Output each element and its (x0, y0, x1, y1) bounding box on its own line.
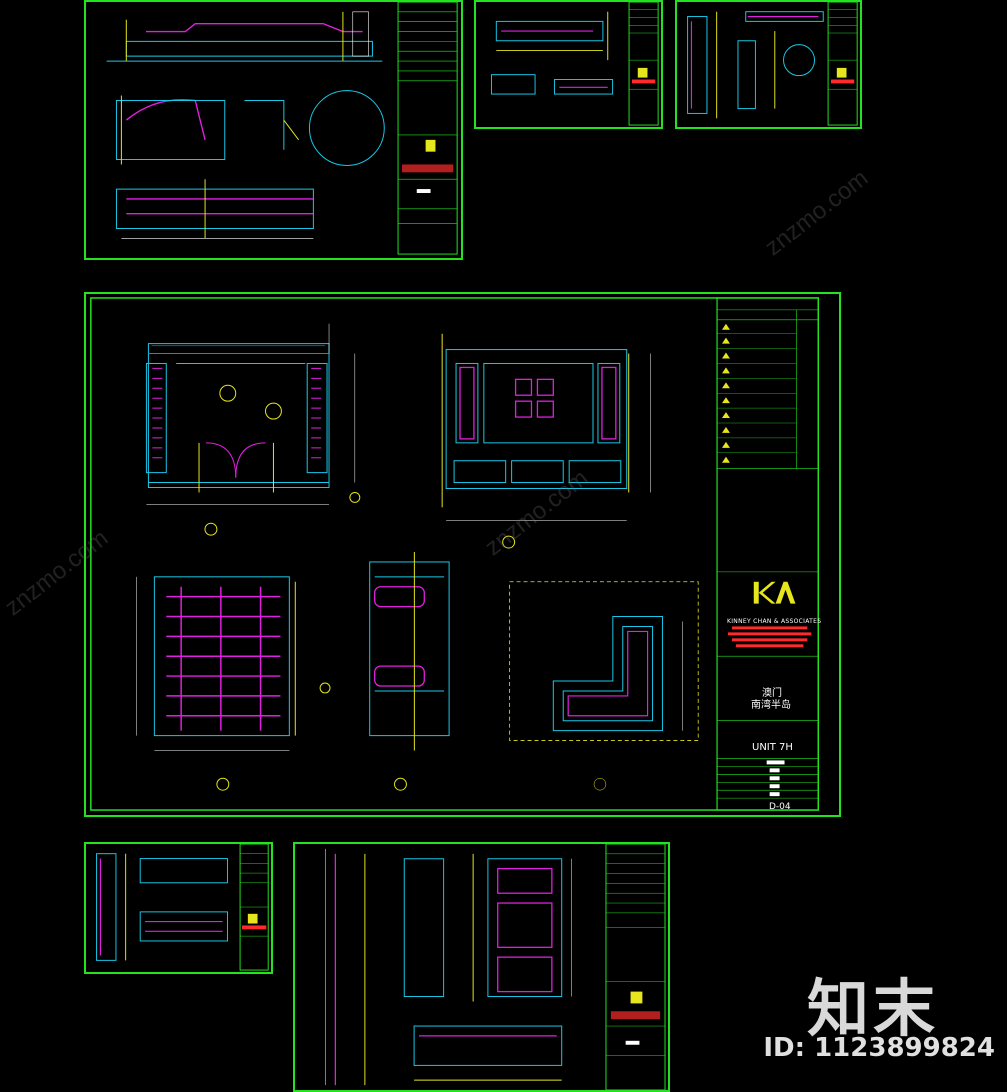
project-location-line1: 澳门 (762, 688, 782, 699)
drawing-title: UNIT 7H (752, 742, 793, 753)
watermark-id: ID: 1123899824 (763, 1033, 995, 1063)
drawing-sheet-top-right[interactable] (675, 0, 862, 129)
watermark-diagonal: znzmo.com (760, 164, 874, 262)
sheet-top-left-linework (106, 2, 458, 255)
sheet-bottom-middle-linework (325, 844, 666, 1090)
firm-name: KINNEY CHAN & ASSOCIATES (727, 618, 822, 625)
sheet-bottom-left-linework (96, 844, 269, 971)
drawing-sheet-bottom-middle[interactable] (293, 842, 670, 1092)
drawing-sheet-bottom-left[interactable] (84, 842, 273, 974)
drawing-sheet-top-left[interactable] (84, 0, 463, 260)
project-location-line2: 南湾半岛 (751, 700, 791, 711)
sheet-main-linework (90, 297, 820, 811)
drawing-number: D-04 (769, 802, 791, 812)
watermark-logo: 知末 (806, 972, 939, 1045)
sheet-top-middle-linework (490, 2, 659, 126)
drawing-sheet-main-d04[interactable]: KINNEY CHAN & ASSOCIATES 澳门 南湾半岛 UNIT 7H… (84, 292, 841, 817)
drawing-sheet-top-middle[interactable] (474, 0, 663, 129)
sheet-top-right-linework (687, 2, 858, 126)
